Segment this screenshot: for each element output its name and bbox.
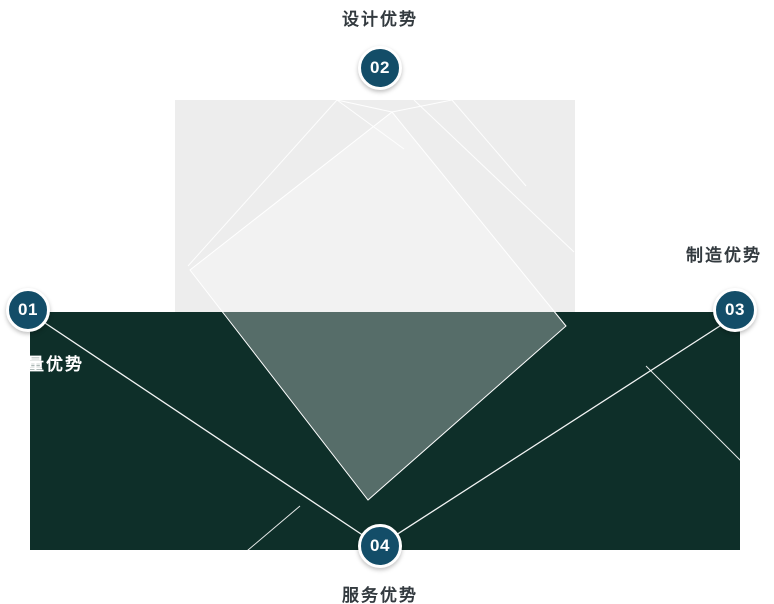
label-quality-advantage: 质量优势 [8,355,84,374]
node-circle-03: 03 [713,288,757,332]
label-manufacturing-advantage: 制造优势 [686,246,762,265]
node-circle-01: 01 [6,288,50,332]
node-circle-04: 04 [358,524,402,568]
label-design-advantage: 设计优势 [342,10,418,29]
envelope-lines [29,312,741,547]
node-circle-02: 02 [358,46,402,90]
label-service-advantage: 服务优势 [342,586,418,604]
decorative-lines [227,365,742,568]
dark-band [30,312,740,550]
facet-lines [187,99,575,267]
diamond-overlay [189,111,567,501]
